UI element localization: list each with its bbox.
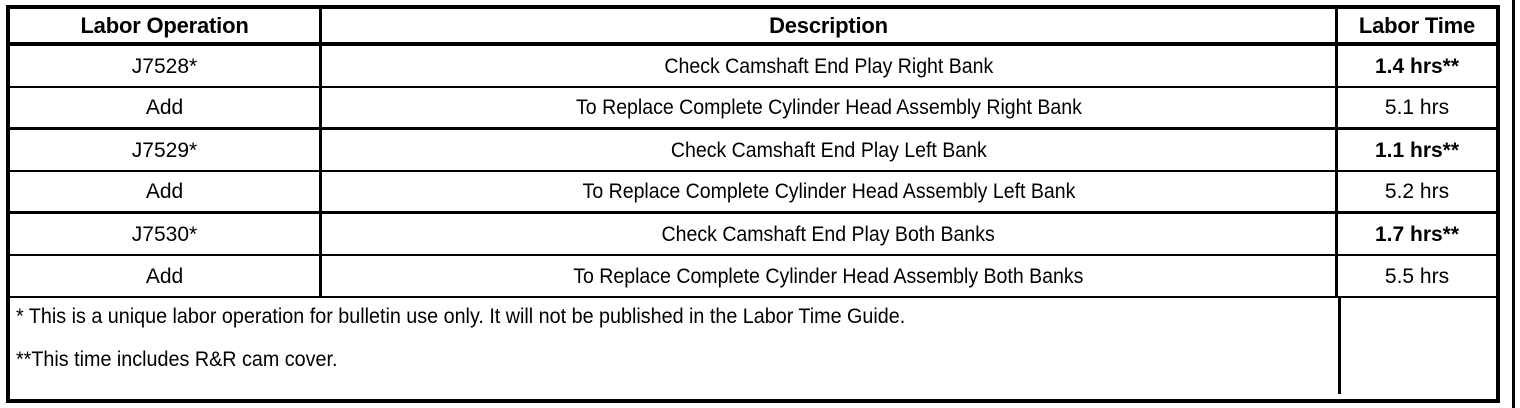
cell-labor-time-value: 5.2 hrs: [1384, 180, 1450, 203]
table-row: Add To Replace Complete Cylinder Head Ass…: [10, 172, 1496, 214]
cell-labor-time-value: 5.1 hrs: [1384, 96, 1450, 119]
cell-description: To Replace Complete Cylinder Head Assemb…: [322, 88, 1338, 127]
cell-labor-operation: Add: [10, 256, 322, 296]
cell-labor-time: 1.4 hrs**: [1338, 46, 1496, 86]
cell-description: Check Camshaft End Play Both Banks: [322, 214, 1338, 254]
table-footnote-row: * This is a unique labor operation for b…: [10, 298, 1496, 394]
cell-labor-operation: Add: [10, 88, 322, 127]
table-row: J7530* Check Camshaft End Play Both Banks…: [10, 214, 1496, 256]
cell-description-value: Check Camshaft End Play Right Bank: [664, 54, 993, 78]
cell-labor-time: 1.1 hrs**: [1338, 130, 1496, 170]
table-row: J7529* Check Camshaft End Play Left Bank 1…: [10, 130, 1496, 172]
table-row: Add To Replace Complete Cylinder Head Ass…: [10, 256, 1496, 298]
cell-labor-operation: J7530*: [10, 214, 322, 254]
table-header-row: Labor Operation Description Labor Time: [10, 9, 1496, 46]
footnote-spacer: [16, 329, 1338, 349]
cell-description: To Replace Complete Cylinder Head Assemb…: [322, 256, 1338, 296]
table-row: Add To Replace Complete Cylinder Head Ass…: [10, 88, 1496, 130]
cell-labor-operation-value: Add: [145, 96, 184, 119]
footnote-double-asterisk: **This time includes R&R cam cover.: [16, 347, 338, 371]
column-header-labor-time-label: Labor Time: [1358, 12, 1476, 38]
cell-labor-operation-value: J7529*: [131, 138, 198, 162]
table-row: J7528* Check Camshaft End Play Right Bank…: [10, 46, 1496, 88]
cell-labor-operation-value: J7528*: [131, 54, 198, 78]
cell-description-value: To Replace Complete Cylinder Head Assemb…: [575, 96, 1082, 119]
cell-description: Check Camshaft End Play Right Bank: [322, 46, 1338, 86]
cell-labor-time-value: 5.5 hrs: [1384, 264, 1450, 288]
cell-description-value: To Replace Complete Cylinder Head Assemb…: [582, 180, 1075, 203]
cell-description-value: Check Camshaft End Play Both Banks: [661, 222, 996, 246]
labor-operation-table: Labor Operation Description Labor Time J…: [6, 5, 1500, 403]
cell-labor-time-value: 1.7 hrs**: [1374, 222, 1460, 246]
footnote-cell: * This is a unique labor operation for b…: [10, 298, 1338, 394]
page-margin-rule: [1512, 0, 1515, 408]
cell-description-value: To Replace Complete Cylinder Head Assemb…: [573, 264, 1084, 288]
cell-labor-operation: J7529*: [10, 130, 322, 170]
footnote-labor-time-cell: [1338, 298, 1496, 394]
cell-labor-time: 5.5 hrs: [1338, 256, 1496, 296]
column-header-labor-time: Labor Time: [1338, 9, 1496, 42]
cell-description: Check Camshaft End Play Left Bank: [322, 130, 1338, 170]
column-header-description: Description: [322, 9, 1338, 42]
cell-labor-time-value: 1.1 hrs**: [1374, 138, 1460, 162]
cell-labor-operation: Add: [10, 172, 322, 211]
cell-labor-operation-value: Add: [145, 180, 184, 203]
column-header-description-label: Description: [769, 12, 888, 38]
cell-labor-operation: J7528*: [10, 46, 322, 86]
cell-description-value: Check Camshaft End Play Left Bank: [670, 138, 987, 162]
cell-labor-operation-value: Add: [145, 264, 184, 288]
column-header-labor-operation-label: Labor Operation: [80, 12, 249, 38]
cell-labor-operation-value: J7530*: [131, 222, 198, 246]
footnote-single-asterisk: * This is a unique labor operation for b…: [16, 305, 906, 328]
cell-labor-time: 1.7 hrs**: [1338, 214, 1496, 254]
cell-labor-time: 5.1 hrs: [1338, 88, 1496, 127]
cell-labor-time-value: 1.4 hrs**: [1374, 54, 1460, 78]
cell-description: To Replace Complete Cylinder Head Assemb…: [322, 172, 1338, 211]
table-body: J7528* Check Camshaft End Play Right Bank…: [10, 46, 1496, 298]
cell-labor-time: 5.2 hrs: [1338, 172, 1496, 211]
column-header-labor-operation: Labor Operation: [10, 9, 322, 42]
